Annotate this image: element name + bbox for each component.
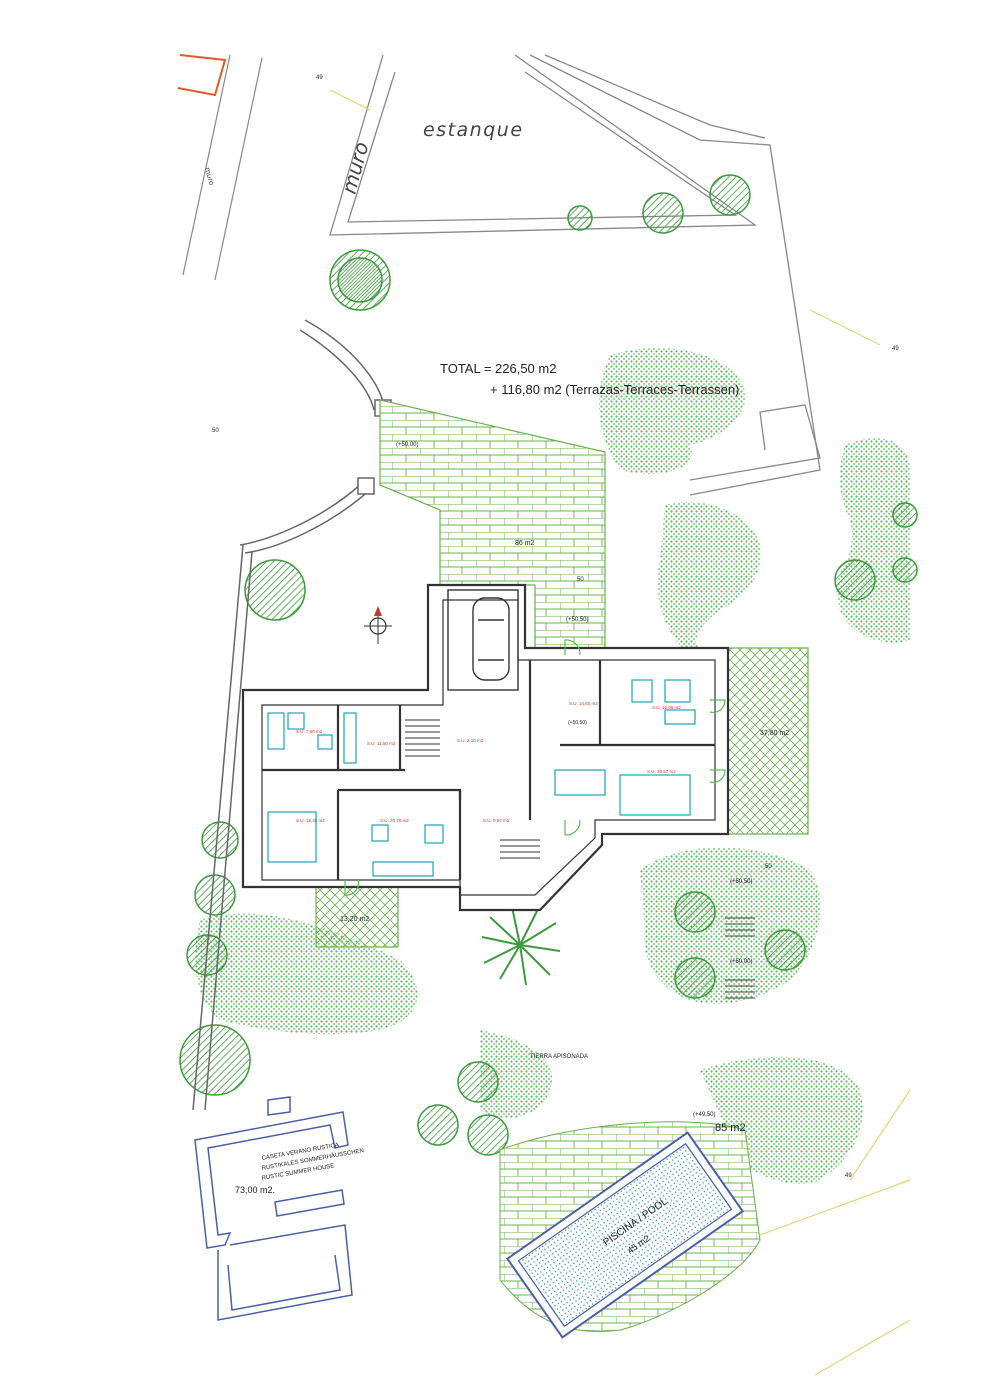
room-salon1: S.U. 14,60 m2 — [569, 701, 598, 706]
terrace-main-area: 86 m2 — [515, 540, 535, 547]
pool-terrace-area: 85 m2 — [715, 1122, 746, 1134]
contour-49-bottom: 49 — [845, 1173, 852, 1179]
estanque-pond — [329, 54, 821, 496]
room-dining: S.U. 38,57 m2 — [647, 769, 676, 774]
small-terrace — [315, 886, 399, 948]
room-bath2: S.U. 11,50 m2 — [367, 741, 396, 746]
contour-50-terrace: 50 — [577, 577, 584, 583]
room-entry: S.U. 9,67 m2 — [483, 818, 510, 823]
vegetation-areas — [195, 348, 910, 1184]
doors — [344, 639, 726, 896]
room-bed: S.U. 18,45 m2 — [296, 818, 325, 823]
room-kitchen: S.U. 20,70 m2 — [380, 818, 409, 823]
level-right-a: (+50,50) — [730, 879, 753, 885]
muro-small-label: muro — [203, 166, 215, 186]
right-terrace — [727, 647, 809, 835]
main-terrace — [379, 399, 606, 651]
total-area-line1: TOTAL = 226,50 m2 — [440, 361, 556, 376]
contour-50-right: 50 — [765, 864, 772, 870]
palm-tree-icon — [481, 906, 561, 986]
pool-terrace-level: (+49,50) — [693, 1112, 716, 1118]
compass-icon — [364, 606, 392, 644]
terrace-right-area: 37,80 m2 — [760, 730, 789, 737]
terrace-small-area: 13,20 m2 — [340, 916, 369, 923]
terrace-level-b: (+50,50) — [566, 617, 589, 623]
summer-house — [194, 1096, 353, 1321]
garage — [447, 589, 519, 691]
site-boundary-red — [177, 54, 227, 97]
contour-50-left: 50 — [212, 428, 219, 434]
curved-garden-wall — [192, 319, 392, 1111]
furniture — [267, 679, 696, 877]
total-area-line2: + 116,80 m2 (Terrazas-Terraces-Terrassen… — [490, 382, 739, 397]
terrace-main-level: (+50,00) — [396, 442, 419, 448]
estanque-label: estanque — [423, 119, 524, 141]
pool — [505, 1131, 745, 1339]
contour-lines — [329, 89, 911, 1376]
level-house: (+50,50) — [568, 720, 587, 726]
room-bath1: S.U. 7,60 m2 — [296, 729, 323, 734]
pool-area — [499, 1121, 761, 1339]
room-hall: S.U. 2,10 m2 — [457, 738, 484, 743]
access-road — [182, 54, 263, 281]
caseta-area: 73,00 m2. — [235, 1185, 275, 1195]
muro-label: muro — [337, 139, 374, 196]
room-salon2: S.U. 16,06 m2 — [652, 705, 681, 710]
contour-49-right: 49 — [892, 346, 899, 352]
house — [241, 583, 730, 912]
contour-49-top: 49 — [316, 75, 323, 81]
tierra-label: TIERRA APISONADA — [530, 1054, 588, 1060]
garden-steps — [725, 917, 755, 999]
level-right-b: (+50,00) — [730, 959, 753, 965]
